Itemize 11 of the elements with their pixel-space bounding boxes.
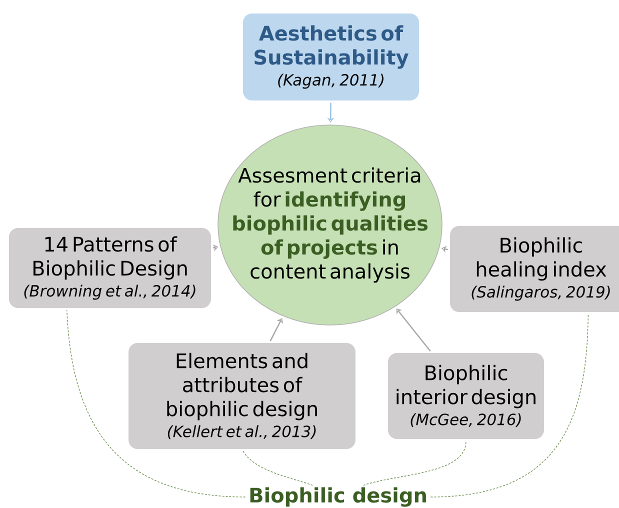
process-box: Elements and attributes of biophilic design (Kellert et al., 2013) [128, 343, 356, 449]
group-label: Biophilic design [250, 487, 426, 507]
dotted-connector [66, 310, 246, 498]
dotted-connector [430, 314, 589, 498]
process-box: Biophilic healing index (Salingaros, 2019) [450, 226, 619, 312]
source-box: Aesthetics of Sustainability (Kagan, 2011) [243, 14, 419, 100]
dotted-connector [363, 440, 466, 486]
process-box: Biophilic interior design (McGee, 2016) [388, 353, 544, 439]
dotted-connector [242, 450, 313, 486]
process-box: 14 Patterns of Biophilic Design (Browning et al., 2014) [9, 228, 211, 308]
arrow [270, 318, 283, 342]
